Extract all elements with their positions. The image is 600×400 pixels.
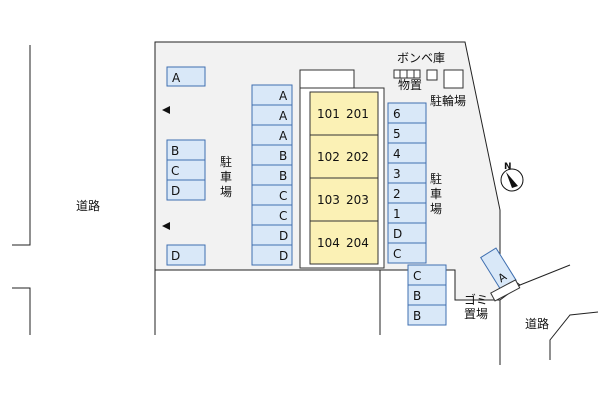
right-slot-label: 2	[393, 187, 401, 201]
center-slot-label: D	[279, 249, 288, 263]
parking-label-left-3: 場	[220, 185, 232, 199]
parking-slot-left-d	[166, 179, 206, 201]
bottom-right-slot	[407, 304, 447, 326]
unit-number: 103	[317, 193, 340, 207]
entrance-arrow-icon	[162, 222, 170, 230]
garbage-area-label-2: 置場	[464, 307, 488, 321]
unit-row	[309, 91, 379, 136]
storage-label: 物置	[398, 78, 422, 92]
cylinder-box	[426, 69, 438, 81]
unit-number: 102	[317, 150, 340, 164]
unit-number: 202	[346, 150, 369, 164]
right-slot-label: 4	[393, 147, 401, 161]
right-slot-label: 5	[393, 127, 401, 141]
road-label-right: 道路	[525, 316, 549, 331]
parking-slot-left-b-label: B	[171, 144, 179, 158]
parking-slot-left-d-label: D	[171, 184, 180, 198]
road-label-left: 道路	[76, 198, 100, 213]
right-slot-label: C	[393, 247, 401, 261]
parking-label-left-2: 車	[220, 170, 232, 184]
north-arrow-icon: N	[500, 162, 524, 192]
right-slot-label: 1	[393, 207, 401, 221]
unit-number: 203	[346, 193, 369, 207]
parking-label-left-1: 駐	[220, 154, 232, 169]
center-slot-label: A	[279, 129, 288, 143]
corner-line-1	[519, 264, 571, 286]
center-slot-label: A	[279, 109, 288, 123]
right-slot-label: 6	[393, 107, 401, 121]
unit-row	[309, 134, 379, 179]
building-top-annex	[299, 69, 355, 89]
parking-slot-left-c-label: C	[171, 164, 179, 178]
parking-label-right-1: 駐	[430, 171, 442, 186]
center-slot-label: C	[279, 209, 287, 223]
unit-row	[309, 220, 379, 265]
bottom-right-slot-label: B	[413, 309, 421, 323]
center-slot	[251, 244, 293, 266]
road-edge-left-bottom	[12, 287, 31, 335]
right-slot	[387, 242, 427, 264]
center-slot-label: A	[279, 89, 288, 103]
unit-number: 204	[346, 236, 369, 250]
center-slot-label: D	[279, 229, 288, 243]
center-slot-label: B	[279, 149, 287, 163]
parking-slot-left-bottom-label: D	[171, 249, 180, 263]
parking-slot-left-bottom	[166, 244, 206, 266]
parking-slot-left-top-label: A	[172, 71, 181, 85]
center-slot-label: B	[279, 169, 287, 183]
unit-row	[309, 177, 379, 222]
bicycle-parking-label: 駐輪場	[430, 93, 466, 108]
north-label: N	[504, 162, 512, 172]
center-slot-label: C	[279, 189, 287, 203]
parking-label-right-3: 場	[430, 202, 442, 216]
right-slot-label: 3	[393, 167, 401, 181]
road-corner-right	[549, 311, 599, 360]
bottom-right-slot-label: B	[413, 289, 421, 303]
bicycle-shed	[443, 69, 464, 89]
entrance-arrow-icon	[162, 106, 170, 114]
unit-number: 101	[317, 107, 340, 121]
bottom-right-slot-label: C	[413, 269, 421, 283]
cylinder-store-label: ボンベ庫	[397, 51, 445, 65]
road-edge-left-top	[12, 45, 31, 246]
parking-slot-left-top	[166, 66, 206, 87]
unit-number: 104	[317, 236, 340, 250]
garbage-area-label-1: ゴミ	[464, 292, 488, 307]
garbage-box	[490, 279, 521, 302]
parking-label-right-2: 車	[430, 187, 442, 201]
unit-number: 201	[346, 107, 369, 121]
right-slot-label: D	[393, 227, 402, 241]
